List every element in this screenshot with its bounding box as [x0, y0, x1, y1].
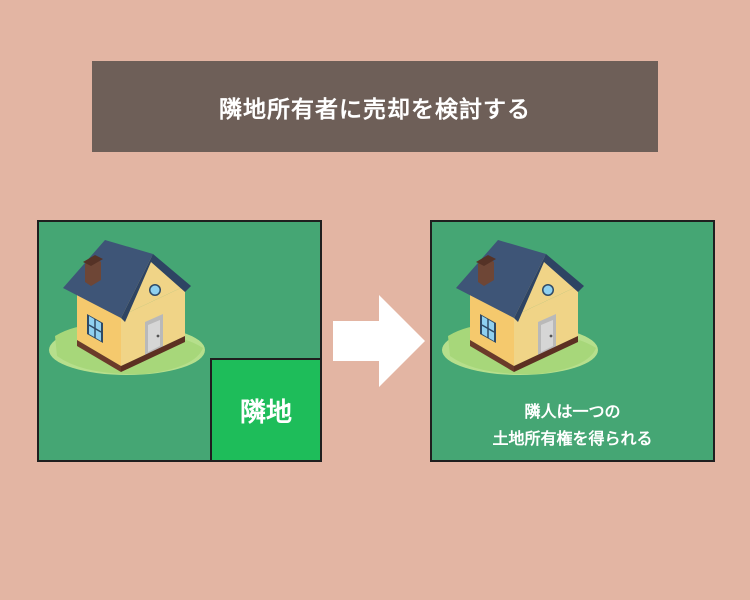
house-icon [45, 228, 210, 393]
result-line-1: 隣人は一つの [524, 402, 621, 421]
before-panel: 隣地 [37, 220, 322, 462]
result-text: 隣人は一つの 土地所有権を得られる [432, 398, 713, 452]
right-arrow-icon [333, 295, 425, 387]
neighbor-lot: 隣地 [210, 358, 322, 462]
neighbor-label: 隣地 [239, 397, 292, 428]
result-line-2: 土地所有権を得られる [492, 429, 653, 448]
after-panel: 隣人は一つの 土地所有権を得られる [430, 220, 715, 462]
title-banner: 隣地所有者に売却を検討する [92, 61, 658, 152]
title: 隣地所有者に売却を検討する [219, 96, 531, 123]
house-icon [438, 228, 603, 393]
